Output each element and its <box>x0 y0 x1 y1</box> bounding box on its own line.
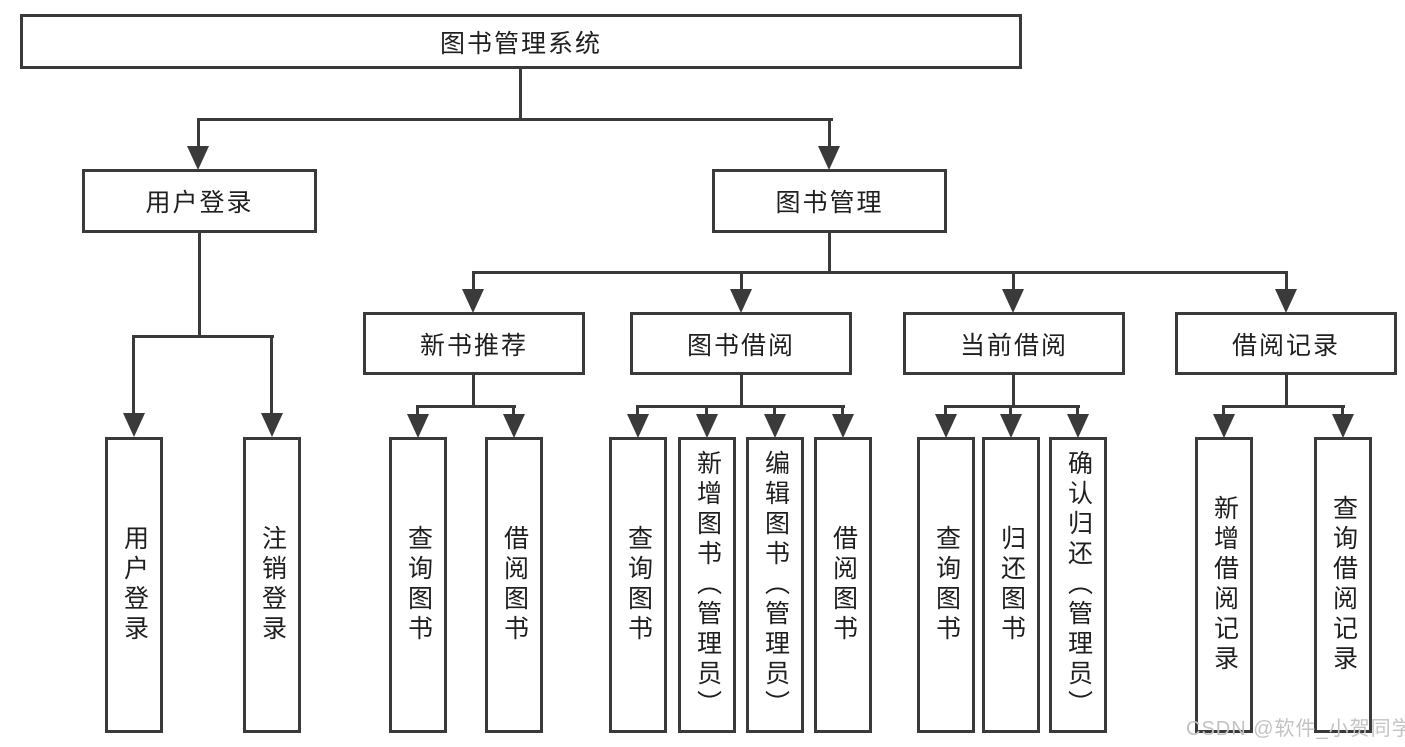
node-borrowing-records: 借阅记录 <box>1175 312 1397 375</box>
connector-arrow-shaft-leaf-2 <box>512 405 515 416</box>
connector-arrow-shaft-leaf-7 <box>944 405 947 416</box>
leaf-edit-books-admin: 编辑图书（管理员） <box>746 437 804 733</box>
connector-leafbar-new-books <box>416 405 516 408</box>
node-book-management: 图书管理 <box>712 169 947 233</box>
connector-leafbar-borrow-records <box>1222 405 1345 408</box>
leaf-logout: 注销登录 <box>243 437 301 733</box>
arrowhead-down-new-books <box>462 289 484 313</box>
connector-leafbar-current-borrow <box>944 405 1080 408</box>
node-user-login: 用户登录 <box>82 169 317 233</box>
connector-arrow-shaft-new-books <box>472 271 475 291</box>
connector-current-borrow-stem <box>1012 375 1015 408</box>
connector-user-login-stem <box>198 233 201 337</box>
connector-book-borrow-stem <box>740 375 743 408</box>
leaf-borrow-books: 借阅图书 <box>814 437 872 733</box>
leaf-borrow-books-newrec: 借阅图书 <box>485 437 543 733</box>
arrowhead-down-leaf-8 <box>1000 414 1022 438</box>
arrowhead-down-leaf-7 <box>935 414 957 438</box>
connector-arrow-shaft-leaf-4 <box>705 405 708 416</box>
connector-arrow-shaft-leaf-9 <box>1076 405 1079 416</box>
connector-arrow-shaft-leaf-11 <box>1341 405 1344 416</box>
node-book-borrowing: 图书借阅 <box>630 312 852 375</box>
leaf-confirm-return-admin: 确认归还（管理员） <box>1049 437 1107 733</box>
connector-arrow-shaft-leaf-6 <box>841 405 844 416</box>
connector-arrow-shaft-login <box>132 335 135 417</box>
connector-arrow-shaft-leaf-1 <box>416 405 419 416</box>
arrowhead-down-login <box>123 413 145 437</box>
leaf-add-borrow-record: 新增借阅记录 <box>1195 437 1253 733</box>
arrowhead-down-borrow-records <box>1275 289 1297 313</box>
connector-leafbar-book-borrow <box>636 405 845 408</box>
connector-user-login-bar <box>132 335 274 338</box>
connector-arrow-shaft-book-borrow <box>740 271 743 291</box>
arrowhead-down-book-mgmt <box>818 146 840 170</box>
connector-arrow-shaft-borrow-records <box>1285 271 1288 291</box>
arrowhead-down-leaf-3 <box>627 414 649 438</box>
leaf-query-books-borrow: 查询图书 <box>609 437 667 733</box>
connector-book-mgmt-stem <box>828 233 831 273</box>
arrowhead-down-book-borrow <box>730 289 752 313</box>
connector-arrow-shaft-book-mgmt <box>828 118 831 150</box>
connector-level1-bar <box>197 118 833 121</box>
arrowhead-down-leaf-5 <box>764 414 786 438</box>
node-root-library-system: 图书管理系统 <box>20 14 1022 69</box>
connector-borrow-records-stem <box>1285 375 1288 408</box>
leaf-user-login: 用户登录 <box>105 437 163 733</box>
leaf-return-books: 归还图书 <box>982 437 1040 733</box>
arrowhead-down-leaf-1 <box>407 414 429 438</box>
connector-arrow-shaft-leaf-10 <box>1222 405 1225 416</box>
arrowhead-down-leaf-10 <box>1213 414 1235 438</box>
arrowhead-down-logout <box>261 413 283 437</box>
connector-new-books-stem <box>472 375 475 408</box>
arrowhead-down-current-borrow <box>1002 289 1024 313</box>
connector-arrow-shaft-leaf-5 <box>773 405 776 416</box>
arrowhead-down-leaf-11 <box>1332 414 1354 438</box>
arrowhead-down-user-login <box>187 146 209 170</box>
arrowhead-down-leaf-4 <box>696 414 718 438</box>
connector-arrow-shaft-logout <box>270 335 273 417</box>
leaf-query-borrow-record: 查询借阅记录 <box>1314 437 1372 733</box>
connector-arrow-shaft-user-login <box>197 118 200 150</box>
connector-root-stem <box>519 69 522 120</box>
connector-level2-bar <box>472 271 1288 274</box>
arrowhead-down-leaf-6 <box>832 414 854 438</box>
arrowhead-down-leaf-2 <box>503 414 525 438</box>
connector-arrow-shaft-current-borrow <box>1012 271 1015 291</box>
leaf-query-books-newrec: 查询图书 <box>389 437 447 733</box>
node-current-borrowing: 当前借阅 <box>903 312 1125 375</box>
leaf-add-books-admin: 新增图书（管理员） <box>678 437 736 733</box>
leaf-query-books-current: 查询图书 <box>917 437 975 733</box>
arrowhead-down-leaf-9 <box>1067 414 1089 438</box>
connector-arrow-shaft-leaf-3 <box>636 405 639 416</box>
csdn-watermark: CSDN @软件_小贺同学 <box>1186 718 1405 740</box>
connector-arrow-shaft-leaf-8 <box>1009 405 1012 416</box>
node-new-book-recommend: 新书推荐 <box>363 312 585 375</box>
